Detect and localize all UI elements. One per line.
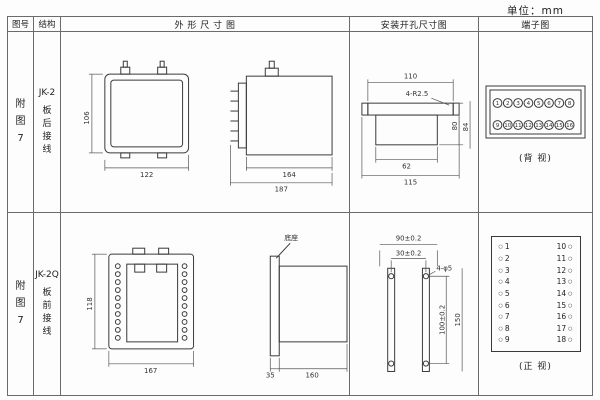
header-outline: 外 形 尺 寸 图 xyxy=(61,17,350,32)
dim-cutout-h-inner: 80 xyxy=(451,122,459,131)
terminal-pair: 211 xyxy=(499,254,573,264)
dim-side-body: 160 xyxy=(305,372,318,380)
unit-label: 单位：mm xyxy=(507,5,564,17)
svg-text:14: 14 xyxy=(546,123,553,129)
svg-text:5: 5 xyxy=(537,101,541,107)
desc-char: 接 xyxy=(42,132,52,142)
fig-char: 图 xyxy=(15,116,26,127)
jk2q-side-view xyxy=(269,242,348,357)
fig-char: 附 xyxy=(15,99,26,110)
jk2q-drill-shape xyxy=(387,267,430,372)
outline-cell-jk2q: 底座 118 167 35 xyxy=(61,213,350,395)
fig-char: 附 xyxy=(15,281,26,292)
dim-bottom-outer: 115 xyxy=(404,179,417,187)
fig-no-jk2: 附 图 7 xyxy=(8,32,34,213)
jk2-outline-dimensions: 106 122 164 187 xyxy=(83,73,333,194)
fig-char: 图 xyxy=(15,298,26,309)
mounting-drawing-jk2q: 90±0.2 30±0.2 4-φ5 100±0.2 150 xyxy=(379,234,463,372)
fig-no-jk2q: 附 图 7 xyxy=(8,213,34,395)
model-label: JK-2Q xyxy=(35,270,59,280)
label-hole-size: 4-φ5 xyxy=(436,264,452,272)
header-structure: 结构 xyxy=(34,17,61,32)
dim-bottom-inner: 62 xyxy=(402,163,411,171)
jk2-side-view xyxy=(230,60,333,156)
desc-char: 前 xyxy=(42,301,52,311)
model-label: JK-2 xyxy=(38,88,56,98)
desc-char: 板 xyxy=(42,106,52,116)
desc-char: 线 xyxy=(42,145,52,155)
terminal-cell-jk2q: 110 211 312 413 514 615 716 817 918 (正 视… xyxy=(479,213,592,395)
dim-side-plate: 35 xyxy=(266,372,275,380)
desc-char: 接 xyxy=(42,314,52,324)
dim-side-total: 187 xyxy=(275,186,288,194)
svg-text:2: 2 xyxy=(506,101,510,107)
outline-drawing-jk2: 106 122 164 187 xyxy=(83,60,333,194)
desc-char: 线 xyxy=(42,327,52,337)
jk2q-mounting-dimensions: 90±0.2 30±0.2 4-φ5 100±0.2 150 xyxy=(379,234,463,372)
structure-jk2q: JK-2Q 板 前 接 线 xyxy=(34,213,61,395)
outline-drawing-jk2q: 底座 118 167 35 xyxy=(86,233,348,380)
dim-front-width: 167 xyxy=(144,367,157,375)
terminal-pair: 413 xyxy=(499,277,573,287)
svg-text:3: 3 xyxy=(516,101,520,107)
outline-cell-jk2: 106 122 164 187 xyxy=(61,32,350,213)
dim-holes-vertical: 100±0.2 xyxy=(438,305,446,335)
svg-text:16: 16 xyxy=(566,123,573,129)
svg-text:11: 11 xyxy=(515,123,522,129)
terminal-pair: 918 xyxy=(499,335,573,345)
svg-text:12: 12 xyxy=(525,123,532,129)
svg-text:6: 6 xyxy=(547,101,551,107)
terminal-numbers: 1 2 3 4 5 6 7 8 9 10 11 12 13 14 15 16 xyxy=(496,101,574,129)
svg-text:8: 8 xyxy=(568,101,572,107)
dim-cutout-h-outer: 84 xyxy=(462,122,470,131)
label-base: 底座 xyxy=(284,233,298,242)
dim-corner-radius: 4-R2.5 xyxy=(406,90,429,98)
svg-text:10: 10 xyxy=(504,123,511,129)
svg-text:1: 1 xyxy=(496,101,500,107)
fig-char: 7 xyxy=(17,133,24,144)
terminal-caption-jk2q: (正 视) xyxy=(519,361,552,372)
terminal-pair: 716 xyxy=(499,312,573,322)
svg-text:4: 4 xyxy=(527,101,531,107)
mounting-drawing-jk2: 110 4-R2.5 80 84 62 xyxy=(361,72,471,187)
svg-text:9: 9 xyxy=(496,123,500,129)
dim-cutout-width: 110 xyxy=(404,72,417,80)
terminal-pair: 514 xyxy=(499,289,573,299)
terminal-pair: 615 xyxy=(499,301,573,311)
terminal-list-jk2q: 110 211 312 413 514 615 716 817 918 xyxy=(490,236,581,352)
svg-text:7: 7 xyxy=(558,101,562,107)
header-mounting: 安装开孔尺寸图 xyxy=(350,17,479,32)
dim-front-height: 106 xyxy=(83,111,91,124)
terminal-diagram-jk2: 1 2 3 4 5 6 7 8 9 10 11 12 13 14 15 16 xyxy=(485,85,586,139)
structure-jk2: JK-2 板 后 接 线 xyxy=(34,32,61,213)
dim-total-height: 150 xyxy=(454,313,462,326)
dim-front-width: 122 xyxy=(140,171,153,179)
spec-table: 图号 结构 外 形 尺 寸 图 安装开孔尺寸图 端子图 附 图 7 JK-2 板… xyxy=(7,16,593,396)
header-fig-no: 图号 xyxy=(8,17,34,32)
svg-text:13: 13 xyxy=(535,123,542,129)
jk2q-front-view xyxy=(108,247,195,350)
jk2-cutout-shape xyxy=(361,102,460,146)
header-terminal: 端子图 xyxy=(479,17,592,32)
desc-char: 板 xyxy=(42,288,52,298)
terminal-pair: 312 xyxy=(499,266,573,276)
terminal-pair: 817 xyxy=(499,324,573,334)
dim-front-height: 118 xyxy=(86,297,94,310)
dim-holes-inner: 30±0.2 xyxy=(396,249,422,257)
terminal-cell-jk2: 1 2 3 4 5 6 7 8 9 10 11 12 13 14 15 16 xyxy=(479,32,592,213)
mounting-cell-jk2: 110 4-R2.5 80 84 62 xyxy=(350,32,479,213)
desc-char: 后 xyxy=(42,119,52,129)
jk2-front-view xyxy=(104,60,190,159)
terminal-caption-jk2: (背 视) xyxy=(519,154,552,164)
jk2q-outline-dimensions: 底座 118 167 35 xyxy=(86,233,348,380)
jk2-mounting-dimensions: 110 4-R2.5 80 84 62 xyxy=(361,72,471,187)
terminal-box xyxy=(485,85,586,139)
svg-text:15: 15 xyxy=(556,123,563,129)
fig-char: 7 xyxy=(17,315,24,326)
dim-holes-outer: 90±0.2 xyxy=(396,234,422,242)
mounting-cell-jk2q: 90±0.2 30±0.2 4-φ5 100±0.2 150 xyxy=(350,213,479,395)
dim-side-body: 164 xyxy=(283,171,297,179)
terminal-pair: 110 xyxy=(499,242,573,252)
